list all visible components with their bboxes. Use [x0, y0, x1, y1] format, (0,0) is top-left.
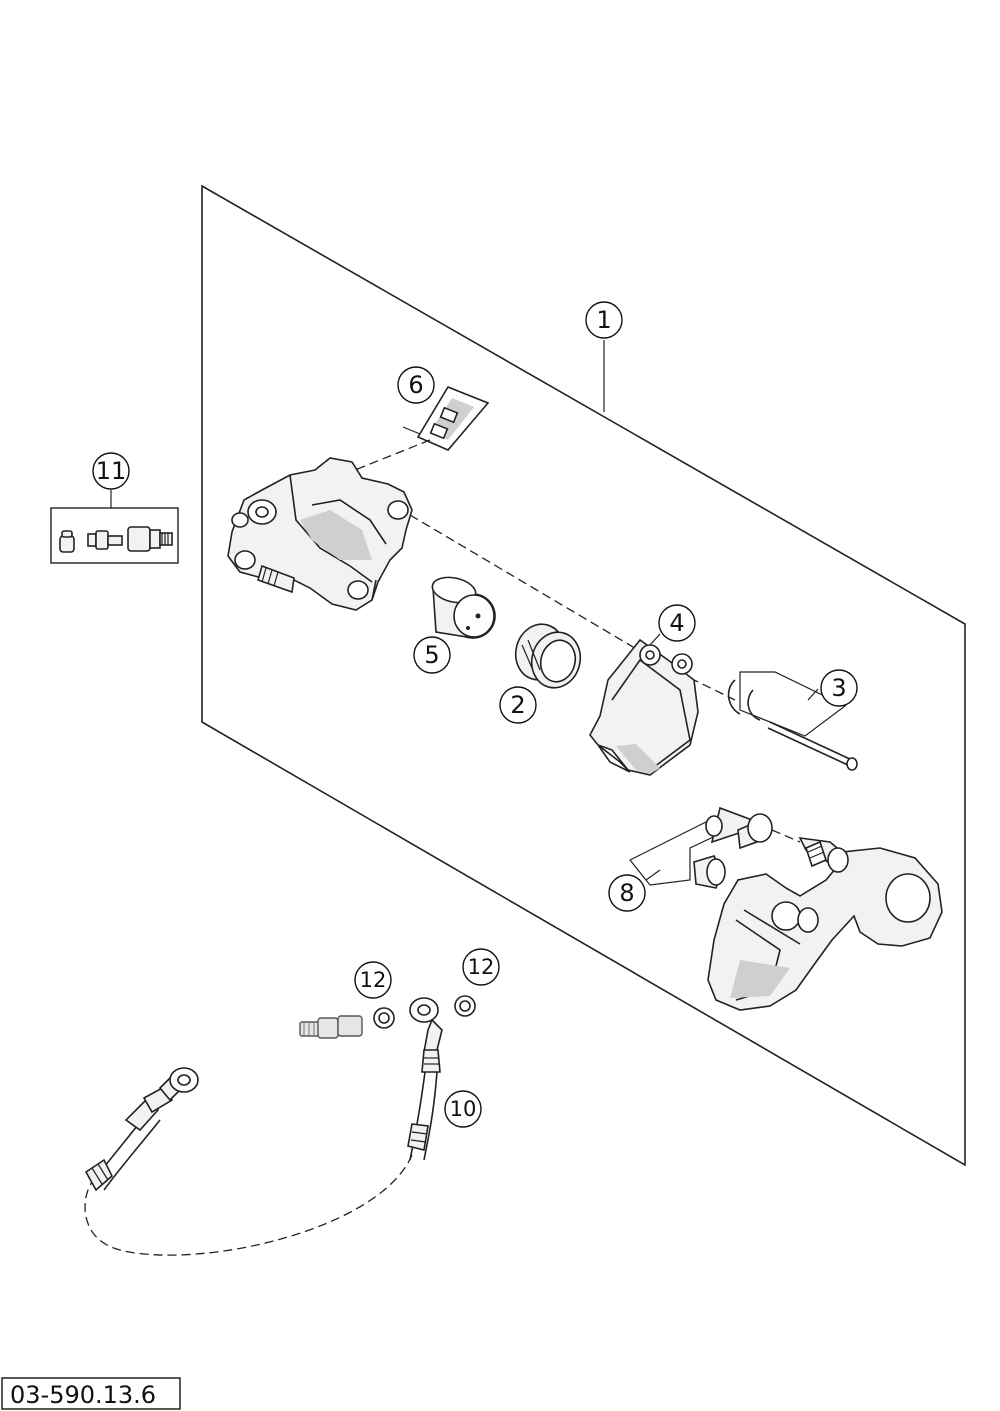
callout-6[interactable]: 6: [397, 366, 435, 404]
bleeder-screw-icon: [87, 530, 123, 550]
part-12-washer-right[interactable]: [454, 995, 476, 1017]
callout-3-text: 3: [831, 674, 846, 702]
part-5-piston[interactable]: [430, 574, 496, 639]
assembly-line-spring: [354, 439, 431, 471]
drawing-number-text: 03-590.13.6: [10, 1381, 156, 1409]
callout-1[interactable]: 1: [585, 301, 623, 339]
callout-12-right[interactable]: 12: [462, 948, 500, 986]
callout-10[interactable]: 10: [444, 1090, 482, 1128]
callout-8[interactable]: 8: [608, 874, 646, 912]
callout-11[interactable]: 11: [92, 452, 130, 490]
callout-12-left-text: 12: [360, 968, 387, 992]
part-4-brake-pads[interactable]: [589, 638, 699, 776]
callout-5-text: 5: [424, 641, 439, 669]
callout-2-text: 2: [510, 691, 525, 719]
assembly-line-pads: [409, 514, 656, 661]
callout-2[interactable]: 2: [499, 686, 537, 724]
caliper-assembly-boundary: [201, 184, 966, 1167]
part-11-fitting-kit[interactable]: [50, 490, 179, 564]
part-2-piston-seal[interactable]: [510, 619, 587, 694]
caliper-body[interactable]: [227, 457, 413, 611]
part-8-slide-pins[interactable]: [629, 806, 801, 889]
callout-12-left[interactable]: 12: [354, 961, 392, 999]
callout-12-right-text: 12: [468, 955, 495, 979]
caliper-guide-pin-stub: [257, 564, 295, 594]
drawing-number-box: 03-590.13.6: [1, 1377, 181, 1410]
callout-5[interactable]: 5: [413, 636, 451, 674]
callout-8-text: 8: [619, 879, 634, 907]
fitting-nipple-icon: [127, 526, 173, 552]
callout-1-text: 1: [596, 306, 611, 334]
leader-lines: [402, 426, 819, 881]
callout-3[interactable]: 3: [820, 669, 858, 707]
dust-cap-icon: [59, 530, 75, 553]
callout-11-text: 11: [96, 457, 127, 485]
part-3-pad-pin[interactable]: [727, 671, 858, 771]
banjo-bolt: [299, 1015, 363, 1039]
part-10-brake-hose[interactable]: [84, 997, 443, 1256]
callout-6-text: 6: [408, 371, 423, 399]
part-12-washer-left[interactable]: [373, 1007, 395, 1029]
callout-10-text: 10: [450, 1097, 477, 1121]
callout-4-text: 4: [669, 609, 684, 637]
callout-4[interactable]: 4: [658, 604, 696, 642]
assembly-line-pins: [689, 677, 736, 701]
part-6-pad-spring[interactable]: [416, 386, 490, 451]
caliper-bracket[interactable]: [707, 837, 943, 1011]
